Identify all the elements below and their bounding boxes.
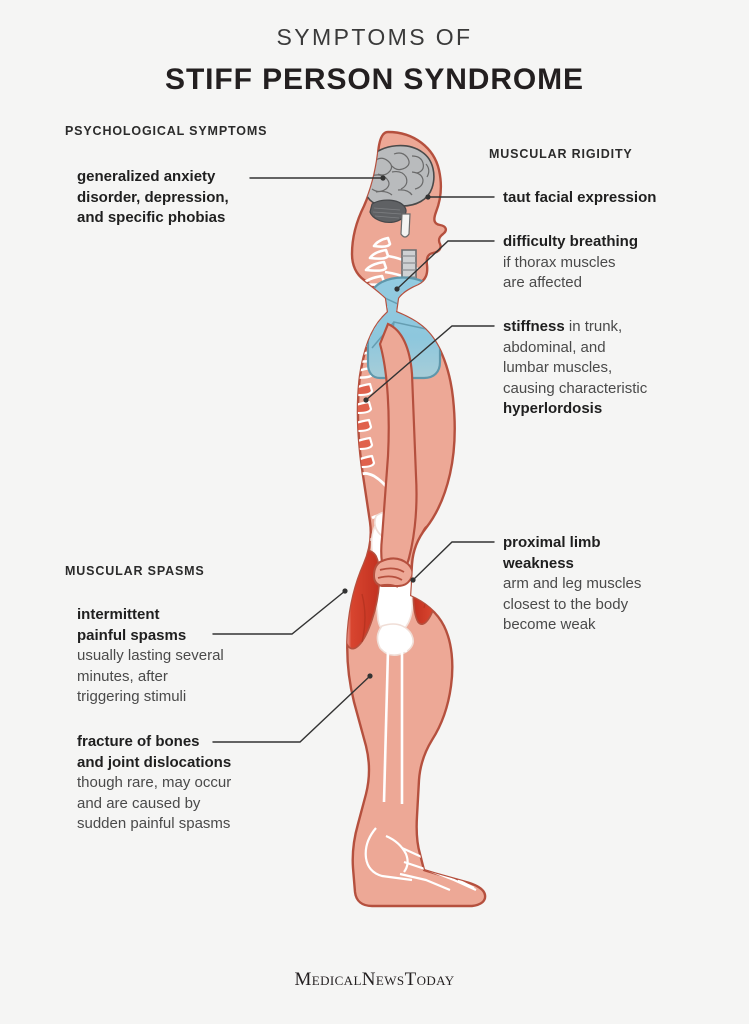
header-kicker: SYMPTOMS OF bbox=[276, 24, 473, 50]
callout-proximal-bold1: proximal limb bbox=[503, 534, 601, 551]
callout-proximal-limb-weakness: proximal limb weakness arm and leg muscl… bbox=[503, 533, 641, 636]
section-heading-muscular-rigidity: MUSCULAR RIGIDITY bbox=[489, 147, 633, 161]
callout-spasms-bold1: intermittent bbox=[77, 606, 160, 623]
callout-stiffness-line2: abdominal, and bbox=[503, 338, 606, 356]
callout-difficulty-breathing: difficulty breathing if thorax muscles a… bbox=[503, 232, 638, 294]
callout-generalized-anxiety: generalized anxiety disorder, depression… bbox=[77, 167, 229, 229]
footer-brand-logo: MedicalNewsToday bbox=[294, 969, 455, 990]
section-heading-psychological: PSYCHOLOGICAL SYMPTOMS bbox=[65, 124, 268, 138]
callout-anxiety-line3: and specific phobias bbox=[77, 209, 226, 226]
callout-fracture-of-bones: fracture of bones and joint dislocations… bbox=[77, 732, 231, 835]
callout-stiffness-bold1: stiffness bbox=[503, 318, 565, 335]
callout-breathing-bold1: difficulty breathing bbox=[503, 233, 638, 250]
callout-proximal-line5: become weak bbox=[503, 616, 596, 633]
callout-stiffness-line3: lumbar muscles, bbox=[503, 359, 613, 376]
callout-fracture-bold2: and joint dislocations bbox=[77, 753, 232, 771]
callout-stiffness-rest1: in trunk, bbox=[564, 318, 623, 335]
callout-stiffness-hyperlordosis: stiffness in trunk, abdominal, and lumba… bbox=[503, 317, 647, 420]
callout-intermittent-painful-spasms: intermittent painful spasms usually last… bbox=[77, 605, 224, 708]
callout-anxiety-line2: disorder, depression, bbox=[77, 188, 229, 206]
callout-fracture-line4: and are caused by bbox=[77, 794, 201, 812]
callout-spasms-line4: minutes, after bbox=[77, 667, 168, 685]
callout-spasms-line5: triggering stimuli bbox=[77, 688, 187, 705]
callout-breathing-line3: are affected bbox=[503, 274, 582, 291]
callout-stiffness-bold5: hyperlordosis bbox=[503, 400, 603, 417]
brain-organ bbox=[362, 144, 435, 238]
callout-breathing-line2: if thorax muscles bbox=[503, 253, 616, 271]
callout-proximal-bold2: weakness bbox=[503, 554, 574, 572]
section-heading-muscular-spasms: MUSCULAR SPASMS bbox=[65, 564, 205, 578]
human-body-figure bbox=[276, 126, 506, 916]
callout-anxiety-line1: generalized anxiety bbox=[77, 168, 216, 185]
page-title: STIFF PERSON SYNDROME bbox=[165, 62, 584, 96]
callout-fracture-line5: sudden painful spasms bbox=[77, 815, 231, 832]
callout-spasms-bold2: painful spasms bbox=[77, 626, 187, 644]
callout-proximal-line3: arm and leg muscles bbox=[503, 575, 642, 592]
callout-fracture-bold1: fracture of bones bbox=[77, 733, 200, 750]
header: SYMPTOMS OF STIFF PERSON SYNDROME bbox=[0, 24, 749, 97]
callout-spasms-line3: usually lasting several bbox=[77, 647, 224, 664]
callout-facial-line1: taut facial expression bbox=[503, 189, 657, 206]
tibia-fibula-bone bbox=[382, 644, 408, 804]
callout-fracture-line3: though rare, may occur bbox=[77, 774, 232, 791]
callout-stiffness-line4: causing characteristic bbox=[503, 379, 648, 397]
callout-taut-facial-expression: taut facial expression bbox=[503, 188, 656, 209]
callout-proximal-line4: closest to the body bbox=[503, 595, 629, 613]
